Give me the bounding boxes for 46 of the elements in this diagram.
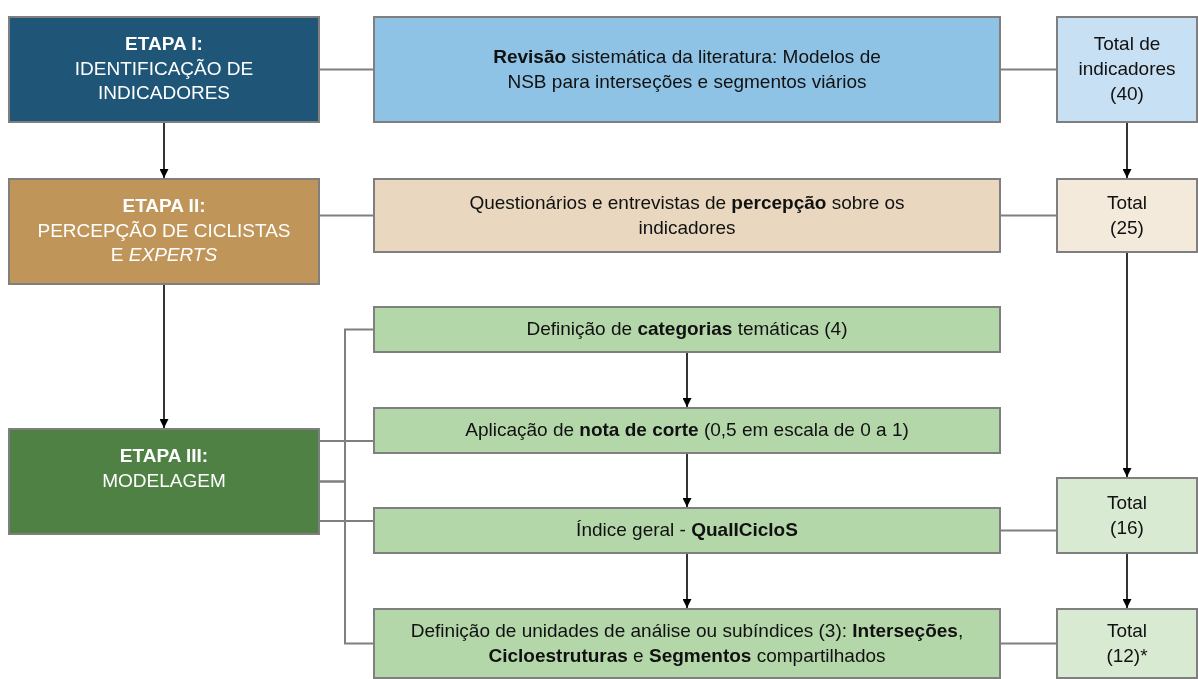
arrow (1122, 553, 1132, 609)
box-text: PERCEPÇÃO DE CICLISTAS E EXPERTS (36, 218, 292, 268)
connector-line (1000, 68, 1057, 71)
stage-heading: ETAPA I: (125, 32, 203, 56)
arrow (159, 284, 169, 429)
stage-box (8, 16, 320, 123)
connector-line (319, 480, 374, 645)
connector-line (319, 214, 374, 217)
box-text: IDENTIFICAÇÃO DE INDICADORES (73, 56, 255, 106)
process-box (373, 407, 1001, 454)
box-text: Total (25) (1105, 190, 1149, 240)
box-text: Total (12)* (1105, 618, 1149, 668)
box-text: Aplicação de nota de corte (0,5 em escala de 0 a 1) (465, 418, 909, 443)
process-box (373, 306, 1001, 353)
box-text: Definição de categorias temáticas (4) (526, 317, 848, 342)
arrow (1122, 252, 1132, 478)
box-text: Questionários e entrevistas de percepção sobre os indicadores (468, 190, 906, 240)
process-box (1056, 178, 1198, 253)
process-box (373, 608, 1001, 679)
box-text: Índice geral - QualICicloS (576, 518, 798, 543)
arrow (682, 553, 692, 609)
box-text: Revisão sistemática da literatura: Modelos de NSB para interseções e segmentos viários (492, 44, 882, 94)
stage-heading: ETAPA III: (119, 444, 209, 468)
process-box (373, 507, 1001, 554)
box-text: MODELAGEM (102, 468, 226, 493)
arrow (159, 122, 169, 179)
connector-line (1000, 529, 1057, 532)
box-text: Definição de unidades de análise ou subíndices (3): Interseções, Cicloestruturas e Segmentos compartilhados (409, 618, 965, 668)
process-box (373, 178, 1001, 253)
arrow (682, 352, 692, 408)
process-box (1056, 608, 1198, 679)
connector-line (1000, 214, 1057, 217)
stage-box (8, 178, 320, 285)
process-box (1056, 477, 1198, 554)
connector-line (1000, 642, 1057, 645)
arrow (1122, 122, 1132, 179)
process-box (373, 16, 1001, 123)
connector-line (319, 520, 374, 522)
box-text: Total (16) (1105, 490, 1149, 540)
connector-line (319, 68, 374, 71)
process-box (1056, 16, 1198, 123)
arrow (682, 453, 692, 508)
stage-heading: ETAPA II: (122, 194, 206, 218)
connector-line (319, 440, 374, 442)
stage-box (8, 428, 320, 535)
box-text: Total de indicadores (40) (1077, 32, 1177, 106)
